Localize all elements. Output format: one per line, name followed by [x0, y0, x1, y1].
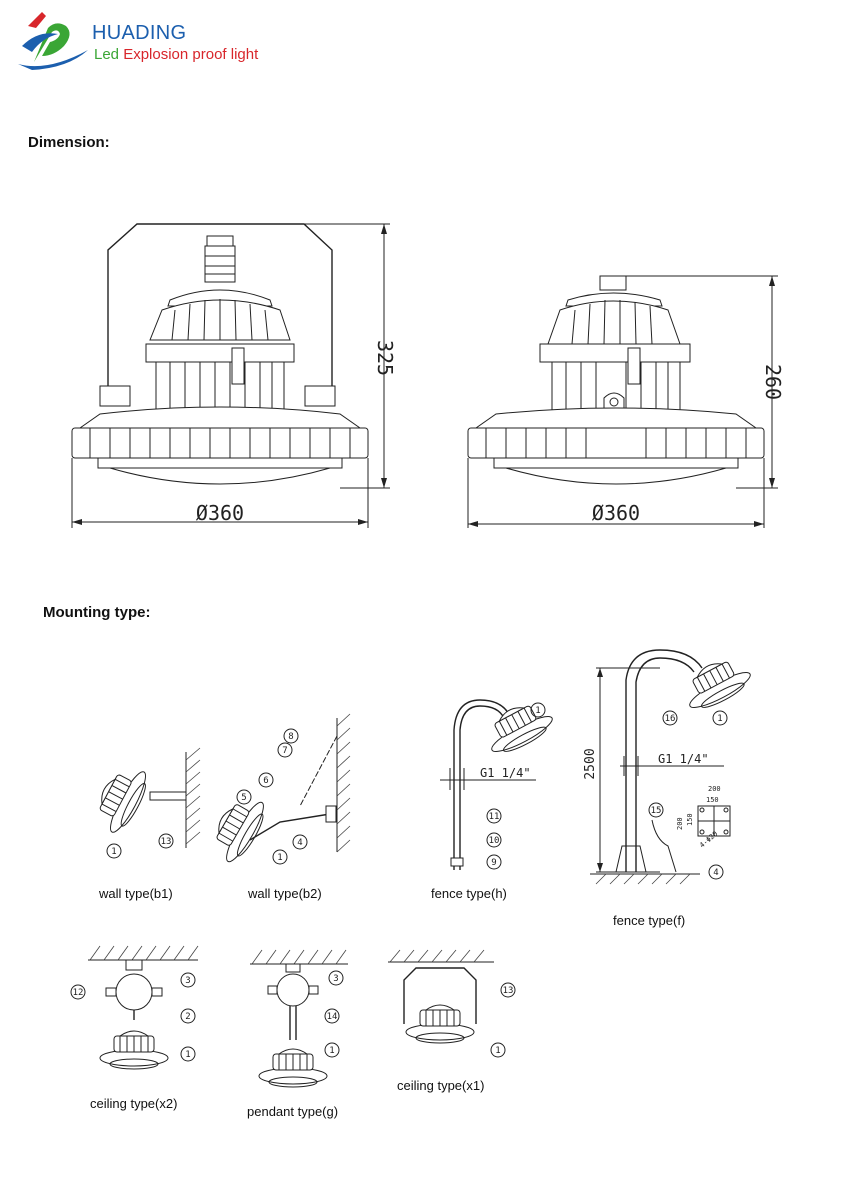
part-number: 15: [651, 806, 662, 816]
dimension-drawings: 325 Ø360 260 Ø360: [71, 223, 785, 528]
mounting-heading: Mounting type:: [43, 604, 151, 621]
caption-ceiling-x2: ceiling type(x2): [90, 1096, 178, 1111]
part-number: 12: [73, 988, 84, 998]
caption-wall-b2: wall type(b2): [248, 886, 322, 901]
part-number: 6: [263, 776, 268, 786]
part-number: 10: [489, 836, 500, 846]
part-number: 1: [495, 1046, 500, 1056]
dimension-heading: Dimension:: [28, 134, 110, 151]
caption-wall-b1: wall type(b1): [99, 886, 173, 901]
caption-ceiling-x1: ceiling type(x1): [397, 1078, 485, 1093]
tagline-rest: Explosion proof light: [123, 46, 259, 63]
plate-holes-label: 4-Φ20: [698, 830, 719, 850]
part-number: 3: [333, 974, 338, 984]
part-number: 1: [277, 853, 282, 863]
pole-height-label: 2500: [583, 748, 598, 779]
part-number: 8: [288, 732, 293, 742]
part-number: 7: [282, 746, 287, 756]
part-number: 11: [489, 812, 500, 822]
lamp-left-drawing: [71, 223, 390, 528]
lamp-right-drawing: [467, 275, 778, 528]
wall-b2-drawing: [204, 713, 351, 868]
part-number: 2: [185, 1012, 190, 1022]
part-number: 16: [665, 714, 676, 724]
right-height-label: 260: [761, 364, 785, 400]
part-number: 5: [241, 793, 246, 803]
caption-fence-h: fence type(h): [431, 886, 507, 901]
wall-b1-drawing: [87, 747, 201, 859]
fence-f-drawing: [590, 649, 756, 885]
ceiling-x1-drawing: [388, 949, 516, 1058]
part-numbers: 1 13 8 7 6 5 4 1 1 11 10 9 16 1 15 4 12 …: [73, 706, 723, 1060]
part-number: 1: [717, 714, 722, 724]
huading-logo-icon: [18, 12, 88, 70]
part-number: 4: [297, 838, 302, 848]
fence-h-drawing: [440, 693, 558, 870]
part-number: 3: [185, 976, 190, 986]
part-number: 13: [161, 837, 172, 847]
plate-150v-label: 150: [686, 813, 694, 826]
part-number: 1: [329, 1046, 334, 1056]
part-number: 1: [535, 706, 540, 716]
left-width-label: Ø360: [196, 501, 244, 525]
plate-150-label: 150: [706, 796, 719, 804]
caption-fence-f: fence type(f): [613, 913, 686, 928]
part-number: 4: [713, 868, 718, 878]
caption-pendant-g: pendant type(g): [247, 1104, 339, 1119]
tagline-led: Led: [94, 46, 120, 63]
brand-name: HUADING: [92, 22, 187, 44]
part-number: 13: [503, 986, 514, 996]
pendant-g-drawing: [250, 949, 348, 1088]
plate-200-label: 200: [708, 785, 721, 793]
thread-h-label: G1 1/4": [480, 766, 531, 780]
plate-200v-label: 200: [676, 817, 684, 830]
part-number: 14: [327, 1012, 338, 1022]
thread-f-label: G1 1/4": [658, 752, 709, 766]
part-number: 1: [111, 847, 116, 857]
part-number: 1: [185, 1050, 190, 1060]
ceiling-x2-drawing: [70, 945, 199, 1070]
left-height-label: 325: [373, 340, 397, 376]
brand-tagline: Led Explosion proof light: [94, 46, 258, 63]
part-number: 9: [491, 858, 496, 868]
right-width-label: Ø360: [592, 501, 640, 525]
